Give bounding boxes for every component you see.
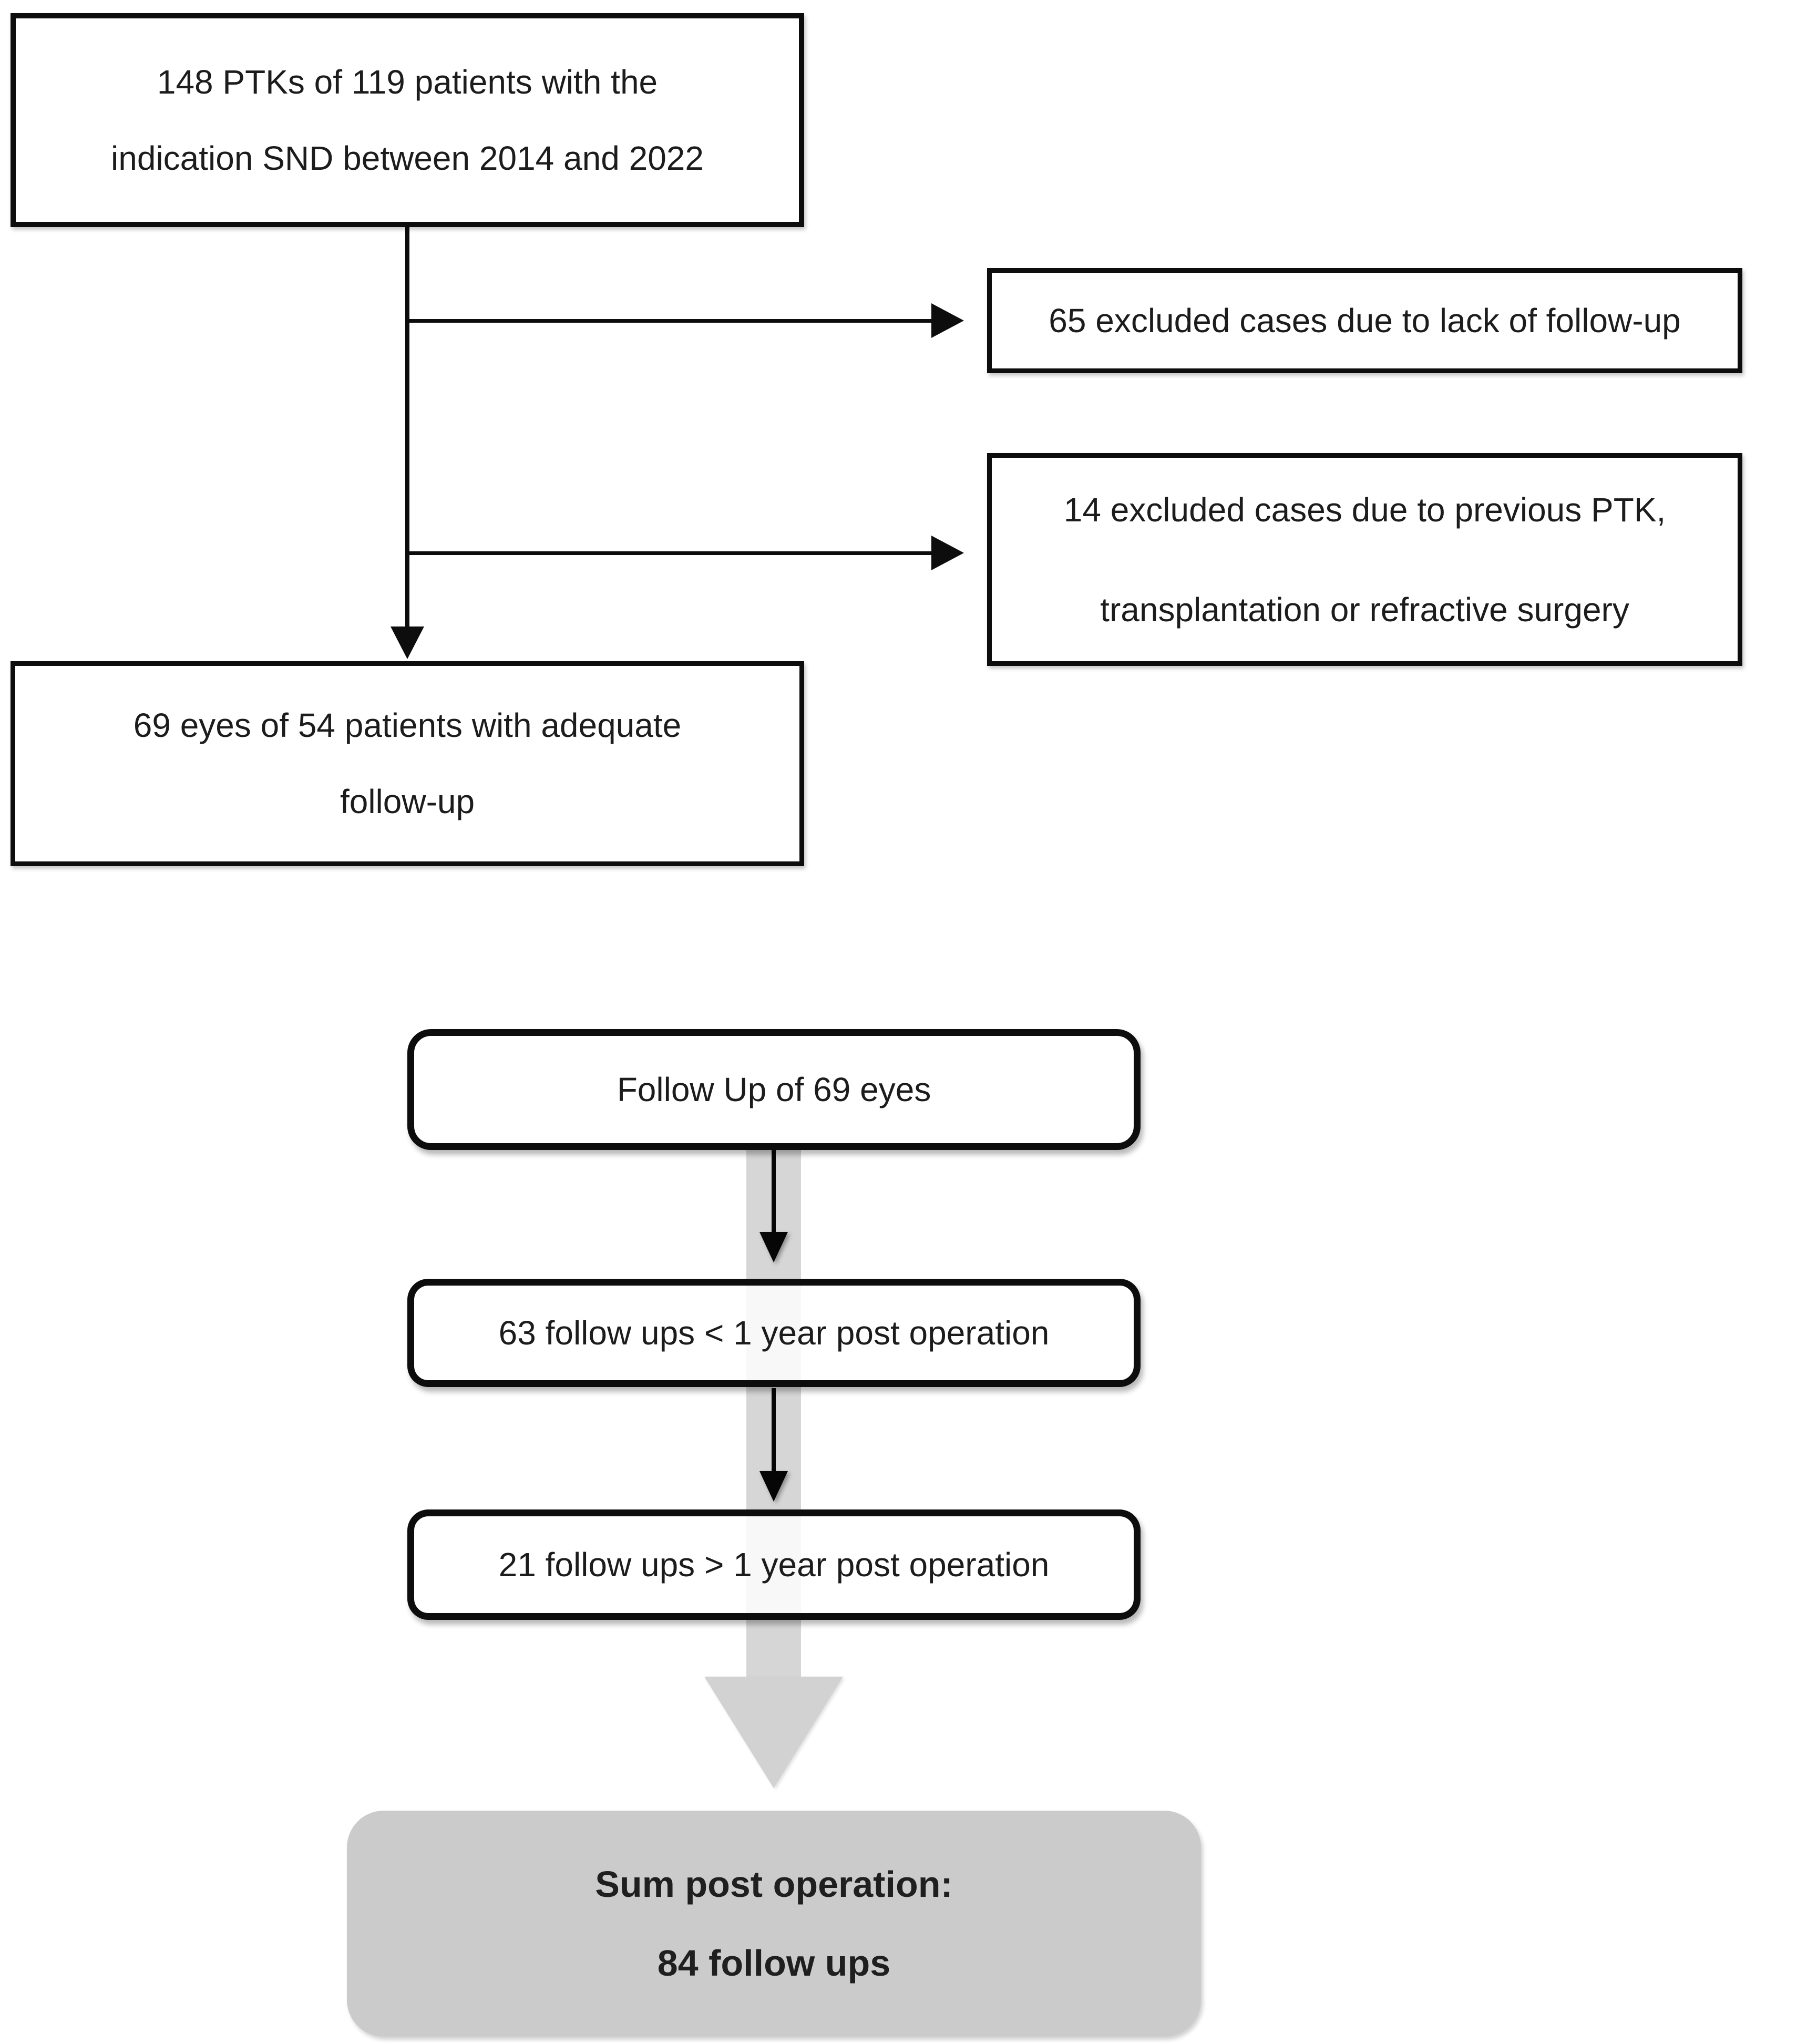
followup-total-text: Follow Up of 69 eyes — [617, 1070, 931, 1108]
excluded-surgery-line1: 14 excluded cases due to previous PTK, — [1063, 490, 1666, 529]
adequate-followup-box: 69 eyes of 54 patients with adequate fol… — [11, 661, 804, 866]
excluded-surgery-box: 14 excluded cases due to previous PTK, t… — [987, 453, 1742, 666]
down-connector-line-2 — [772, 1388, 776, 1472]
over-one-year-text: 21 follow ups > 1 year post operation — [498, 1545, 1050, 1584]
right-arrowhead-icon — [931, 303, 964, 338]
initial-cohort-line2: indication SND between 2014 and 2022 — [111, 139, 704, 177]
right-arrowhead-icon — [931, 536, 964, 570]
sum-postop-line1: Sum post operation: — [595, 1864, 953, 1905]
excluded-surgery-line2: transplantation or refractive surgery — [1100, 590, 1629, 629]
adequate-followup-line1: 69 eyes of 54 patients with adequate — [133, 706, 682, 744]
excluded-followup-box: 65 excluded cases due to lack of follow-… — [987, 268, 1742, 373]
down-arrowhead-icon — [391, 626, 424, 659]
followup-total-box: Follow Up of 69 eyes — [407, 1029, 1141, 1150]
excluded-followup-text: 65 excluded cases due to lack of follow-… — [1049, 301, 1681, 340]
down-connector-line-1 — [772, 1150, 776, 1233]
sum-postop-line2: 84 follow ups — [657, 1943, 891, 1984]
sum-postop-box: Sum post operation: 84 follow ups — [347, 1811, 1201, 2037]
under-one-year-text: 63 follow ups < 1 year post operation — [498, 1313, 1050, 1352]
trunk-connector-line — [405, 226, 409, 628]
gray-down-arrowhead-icon — [704, 1677, 843, 1788]
initial-cohort-box: 148 PTKs of 119 patients with the indica… — [11, 13, 804, 227]
adequate-followup-line2: follow-up — [340, 783, 475, 820]
over-one-year-box: 21 follow ups > 1 year post operation — [407, 1509, 1141, 1620]
down-arrowhead-icon — [759, 1471, 788, 1502]
under-one-year-box: 63 follow ups < 1 year post operation — [407, 1279, 1141, 1387]
branch-connector-line-excluded-followup — [405, 319, 933, 323]
branch-connector-line-excluded-surgery — [405, 551, 933, 555]
initial-cohort-line1: 148 PTKs of 119 patients with the — [157, 63, 658, 101]
down-arrowhead-icon — [759, 1232, 788, 1262]
